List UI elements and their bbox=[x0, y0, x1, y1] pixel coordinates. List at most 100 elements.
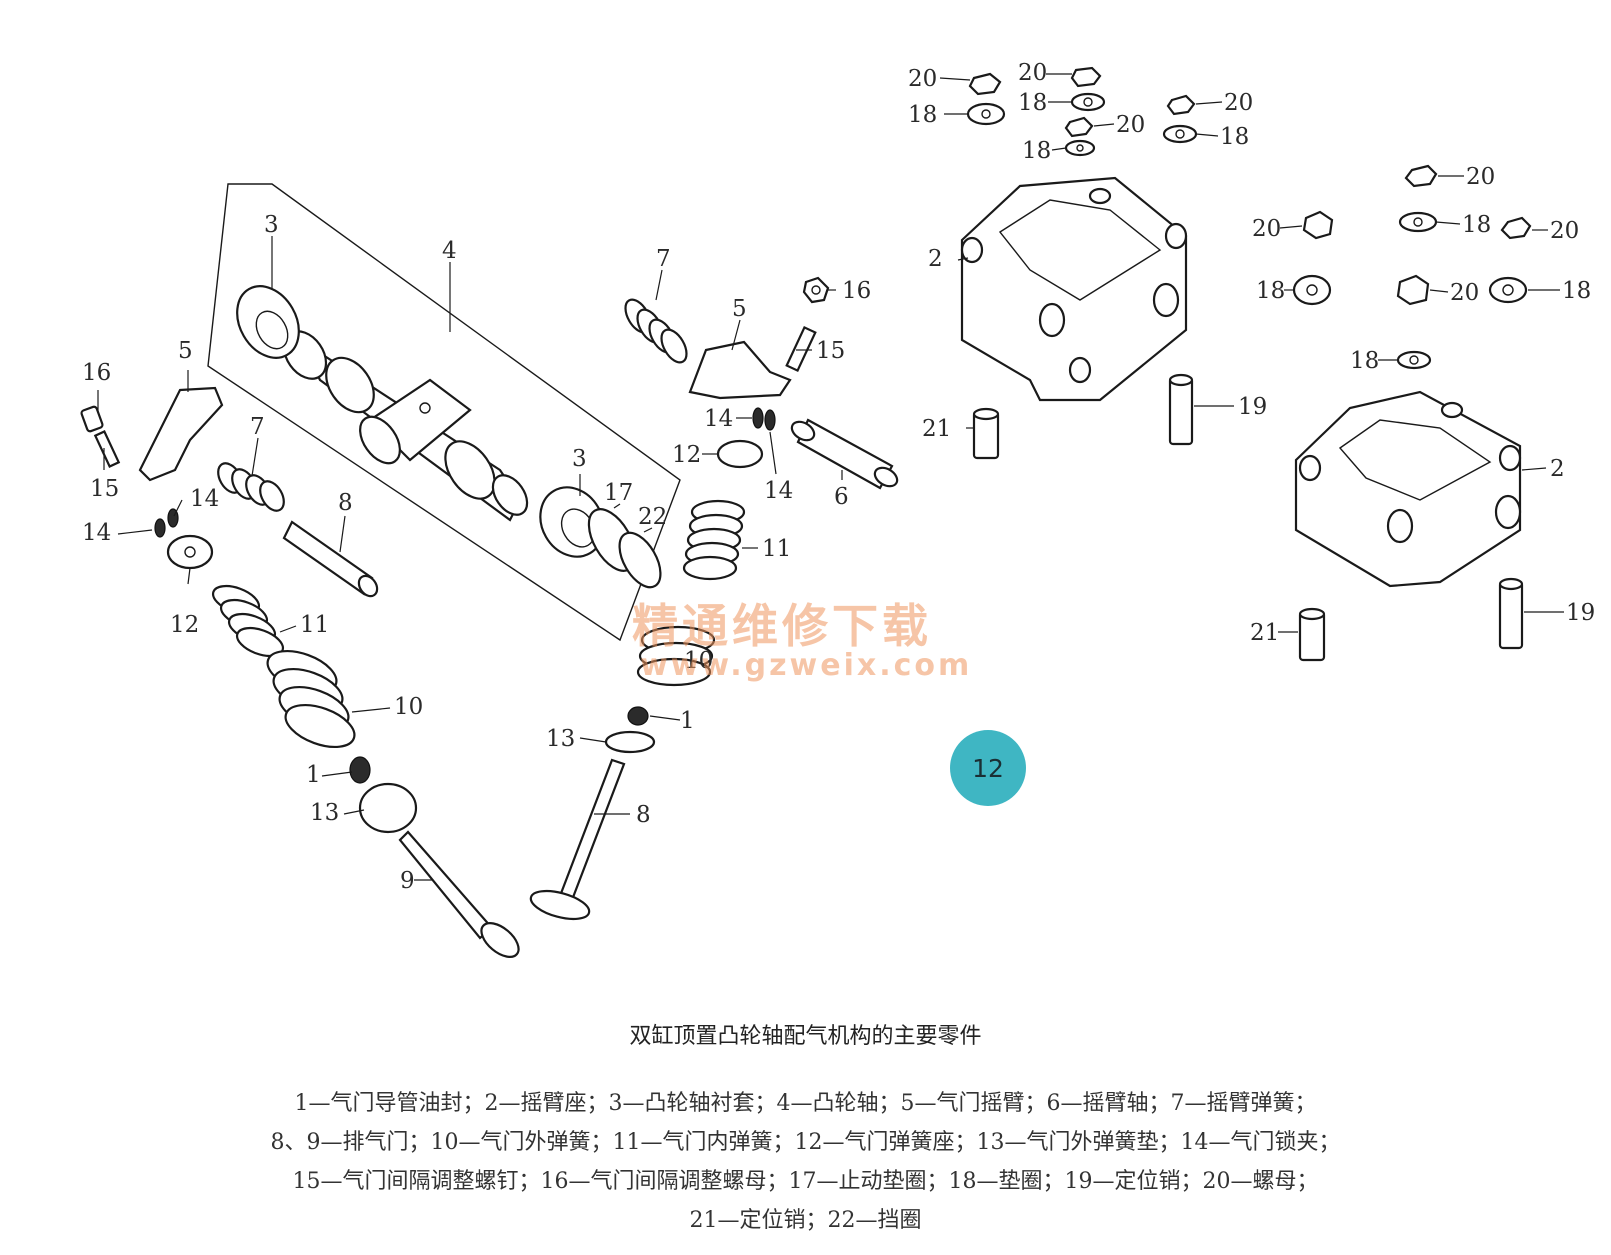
label-1-right: 1 bbox=[680, 708, 695, 734]
label-20-h: 20 bbox=[1450, 280, 1479, 306]
nut-a bbox=[968, 72, 1002, 96]
label-20-c: 20 bbox=[1224, 90, 1253, 116]
label-5-right: 5 bbox=[732, 296, 747, 322]
label-3-upper: 3 bbox=[264, 212, 279, 238]
label-16-right: 16 bbox=[842, 278, 871, 304]
label-7-right: 7 bbox=[656, 246, 671, 272]
guide-seal-right bbox=[627, 706, 649, 726]
inner-spring-right bbox=[682, 499, 746, 581]
rocker-arm-seat-lower bbox=[1294, 390, 1522, 588]
label-6: 6 bbox=[834, 484, 849, 510]
label-19-upper: 19 bbox=[1238, 394, 1267, 420]
washer-a bbox=[966, 102, 1006, 126]
camshaft bbox=[282, 330, 529, 522]
figure-caption-title: 双缸顶置凸轮轴配气机构的主要零件 bbox=[629, 1024, 982, 1049]
label-13-right: 13 bbox=[546, 726, 575, 752]
valve-cotter-right bbox=[752, 407, 776, 431]
label-15-left: 15 bbox=[90, 476, 119, 502]
dowel-pin-21-upper bbox=[972, 407, 1000, 460]
label-5-left: 5 bbox=[178, 338, 193, 364]
label-20-f: 20 bbox=[1252, 216, 1281, 242]
nut-b bbox=[1070, 66, 1102, 88]
rocker-shaft-right bbox=[790, 418, 899, 490]
guide-seal-left bbox=[349, 756, 371, 784]
label-18-a: 18 bbox=[908, 102, 937, 128]
label-14-right-b: 14 bbox=[764, 478, 793, 504]
adjust-screw-right bbox=[785, 325, 817, 373]
legend-line: 21—定位销；22—挡圈 bbox=[689, 1208, 922, 1233]
inner-spring-left bbox=[211, 584, 285, 658]
valve-cotter-left bbox=[154, 508, 179, 538]
label-13-left: 13 bbox=[310, 800, 339, 826]
label-11-left: 11 bbox=[300, 612, 329, 638]
label-18-e: 18 bbox=[1462, 212, 1491, 238]
dowel-pin-21-lower bbox=[1298, 607, 1326, 662]
nut-d bbox=[1064, 116, 1094, 138]
label-20-a: 20 bbox=[908, 66, 937, 92]
label-8-right: 8 bbox=[636, 802, 651, 828]
label-3-lower: 3 bbox=[572, 446, 587, 472]
label-8-left: 8 bbox=[338, 490, 353, 516]
badge-number: 12 bbox=[972, 753, 1004, 783]
rocker-spring-left bbox=[217, 462, 285, 512]
label-11-right: 11 bbox=[762, 536, 791, 562]
label-16-left: 16 bbox=[82, 360, 111, 386]
leader-lines bbox=[97, 73, 1564, 881]
label-18-b: 18 bbox=[1018, 90, 1047, 116]
dowel-pin-19-upper bbox=[1168, 373, 1194, 446]
nut-f bbox=[1302, 210, 1334, 240]
label-17: 17 bbox=[604, 480, 633, 506]
exhaust-valve-9 bbox=[398, 830, 520, 958]
label-10-right: 10 bbox=[684, 648, 713, 674]
label-2-lower: 2 bbox=[1550, 456, 1565, 482]
part-labels: 3 4 5 16 15 14 14 12 7 8 11 10 1 13 9 3 … bbox=[82, 60, 1595, 894]
washer-h bbox=[1396, 350, 1432, 370]
outer-spring-right bbox=[636, 625, 716, 687]
label-15-right: 15 bbox=[816, 338, 845, 364]
outer-spring-left bbox=[266, 649, 356, 749]
nut-h bbox=[1396, 274, 1430, 306]
washer-e bbox=[1398, 211, 1438, 233]
retaining-ring bbox=[618, 531, 662, 589]
label-14-left-b: 14 bbox=[82, 520, 111, 546]
legend-line: 1—气门导管油封；2—摇臂座；3—凸轮轴衬套；4—凸轮轴；5—气门摇臂；6—摇臂… bbox=[294, 1091, 1317, 1116]
label-12-left: 12 bbox=[170, 612, 199, 638]
nut-g bbox=[1500, 216, 1532, 240]
label-4: 4 bbox=[442, 238, 457, 264]
label-21-upper: 21 bbox=[922, 416, 951, 442]
exploded-parts-diagram: 3 4 5 16 15 14 14 12 7 8 11 10 1 13 9 3 … bbox=[80, 60, 1595, 958]
label-14-left-a: 14 bbox=[190, 486, 219, 512]
camshaft-bushing-upper bbox=[236, 285, 300, 359]
label-20-b: 20 bbox=[1018, 60, 1047, 86]
label-20-d: 20 bbox=[1116, 112, 1145, 138]
legend-line: 8、9—排气门；10—气门外弹簧；11—气门内弹簧；12—气门弹簧座；13—气门… bbox=[270, 1130, 1341, 1155]
spring-washer-right bbox=[604, 730, 656, 754]
label-20-g: 20 bbox=[1550, 218, 1579, 244]
label-1-left: 1 bbox=[306, 762, 321, 788]
label-14-right-a: 14 bbox=[704, 406, 733, 432]
washer-c bbox=[1162, 124, 1198, 144]
spring-seat-right bbox=[716, 439, 764, 469]
nut-e bbox=[1404, 164, 1438, 188]
watermark-text: 精通维修下载 bbox=[632, 599, 932, 653]
adjust-nut-right bbox=[802, 276, 830, 304]
camshaft-bushing-lower bbox=[539, 486, 605, 558]
label-18-c: 18 bbox=[1220, 124, 1249, 150]
label-21-lower: 21 bbox=[1250, 620, 1279, 646]
label-9: 9 bbox=[400, 868, 415, 894]
label-18-d: 18 bbox=[1022, 138, 1051, 164]
label-18-h: 18 bbox=[1350, 348, 1379, 374]
label-18-f: 18 bbox=[1256, 278, 1285, 304]
spring-seat-left bbox=[166, 534, 214, 570]
washer-b bbox=[1070, 92, 1106, 112]
washer-f bbox=[1292, 274, 1332, 306]
rocker-arm-right bbox=[688, 340, 792, 400]
label-22: 22 bbox=[638, 504, 667, 530]
rocker-spring-right bbox=[624, 298, 688, 364]
label-10-left: 10 bbox=[394, 694, 423, 720]
label-18-g: 18 bbox=[1562, 278, 1591, 304]
dowel-pin-19-lower bbox=[1498, 577, 1524, 650]
watermark-url: www.gzweix.com bbox=[640, 648, 973, 683]
label-7-left: 7 bbox=[250, 414, 265, 440]
